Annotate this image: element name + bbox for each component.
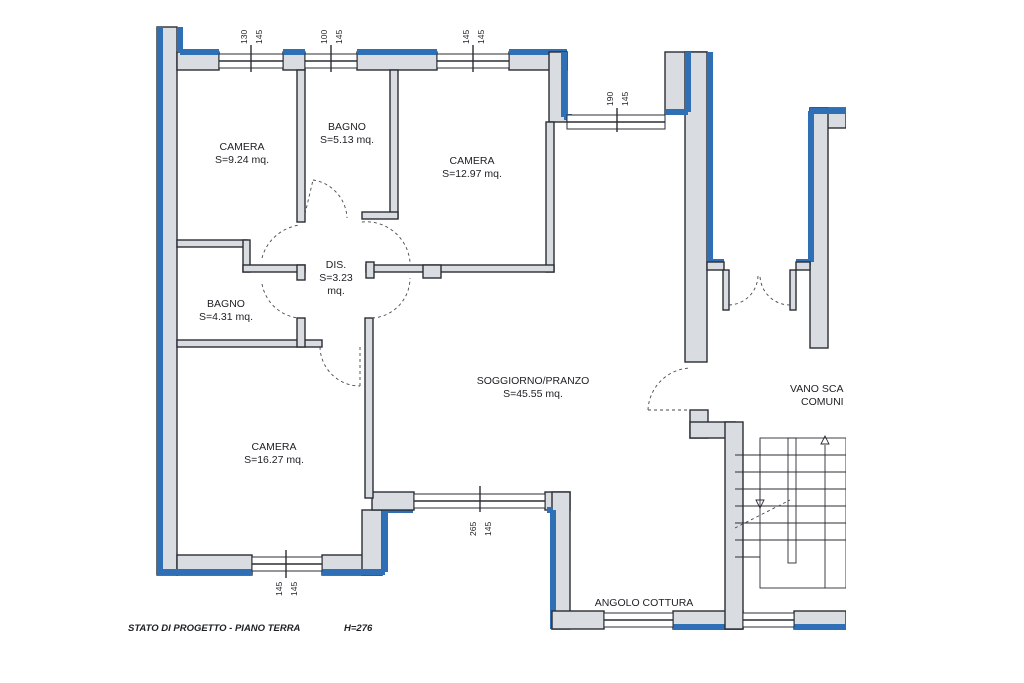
plan-caption: STATO DI PROGETTO - PIANO TERRA [128, 623, 301, 634]
doors [261, 179, 791, 411]
windows [218, 53, 795, 628]
dim-145-d: 145 [476, 30, 486, 44]
interior-walls [176, 69, 797, 499]
room-camera-1-name: CAMERA [220, 141, 265, 153]
dim-145-a: 145 [254, 30, 264, 44]
room-bagno-1-area: S=5.13 mq. [320, 134, 374, 146]
room-soggiorno-name: SOGGIORNO/PRANZO [477, 375, 590, 387]
dimension-labels: 130 145 100 145 145 145 190 145 265 145 … [239, 30, 630, 596]
dim-130: 130 [239, 30, 249, 44]
room-dis-area-unit: mq. [327, 285, 345, 297]
dim-145-h: 145 [289, 582, 299, 596]
dimension-ticks [250, 45, 618, 578]
room-bagno-2-name: BAGNO [207, 298, 245, 310]
room-bagno-2-area: S=4.31 mq. [199, 311, 253, 323]
dim-190: 190 [605, 92, 615, 106]
dim-145-f: 145 [483, 522, 493, 536]
room-camera-3-area: S=16.27 mq. [244, 454, 304, 466]
room-dis-area: S=3.23 [319, 272, 353, 284]
room-vano-scala-area: COMUNI [801, 396, 844, 408]
dim-145-c: 145 [461, 30, 471, 44]
dim-145-g: 145 [274, 582, 284, 596]
room-bagno-1-name: BAGNO [328, 121, 366, 133]
dim-145-b: 145 [334, 30, 344, 44]
dim-145-e: 145 [620, 92, 630, 106]
dim-265: 265 [468, 522, 478, 536]
room-camera-3-name: CAMERA [252, 441, 297, 453]
staircase [734, 434, 847, 589]
room-dis-name: DIS. [326, 259, 346, 271]
exterior-walls [156, 26, 847, 630]
plan-height: H=276 [344, 623, 373, 634]
room-angolo-cottura-name: ANGOLO COTTURA [595, 597, 694, 609]
room-camera-2-area: S=12.97 mq. [442, 168, 502, 180]
room-vano-scala-name: VANO SCA [790, 383, 843, 395]
room-camera-1-area: S=9.24 mq. [215, 154, 269, 166]
dim-100: 100 [319, 30, 329, 44]
room-camera-2-name: CAMERA [450, 155, 495, 167]
room-labels: CAMERA S=9.24 mq. BAGNO S=5.13 mq. CAMER… [199, 121, 844, 609]
room-soggiorno-area: S=45.55 mq. [503, 388, 563, 400]
